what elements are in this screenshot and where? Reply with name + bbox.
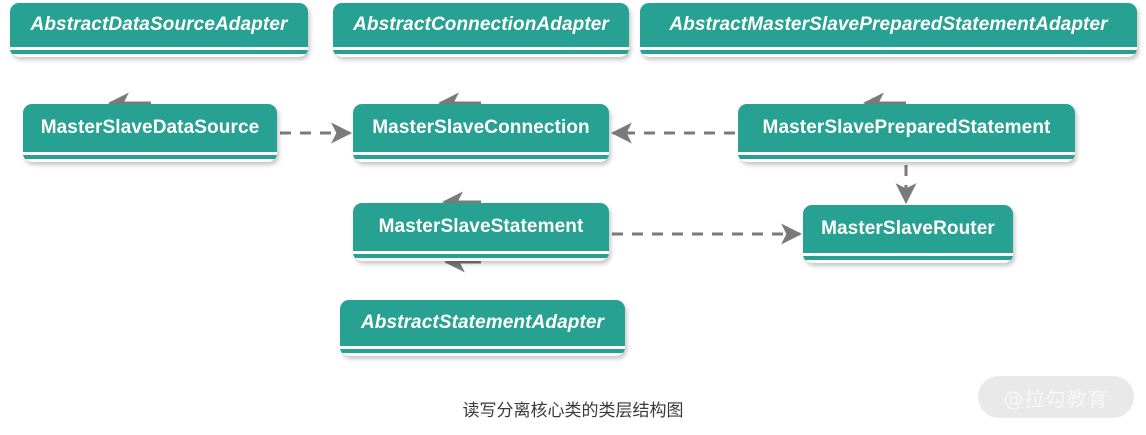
uml-class-name: AbstractStatementAdapter (360, 311, 605, 333)
uml-attributes-compartment (10, 50, 308, 54)
uml-class-master-slave-connection[interactable]: MasterSlaveConnection (353, 104, 609, 162)
uml-separator-top (333, 47, 629, 50)
uml-separator-bottom (353, 159, 609, 162)
uml-class-name: MasterSlaveConnection (372, 116, 590, 138)
uml-attributes-compartment (738, 155, 1075, 159)
uml-class-master-slave-router[interactable]: MasterSlaveRouter (803, 205, 1013, 263)
uml-class-master-slave-statement[interactable]: MasterSlaveStatement (353, 203, 609, 261)
uml-class-abstract-data-source-adapter[interactable]: AbstractDataSourceAdapter (10, 3, 308, 57)
uml-attributes-compartment (353, 155, 609, 159)
uml-class-name: AbstractMasterSlavePreparedStatementAdap… (669, 13, 1108, 35)
uml-separator-top (803, 253, 1013, 256)
uml-separator-bottom (803, 260, 1013, 263)
uml-separator-top (353, 251, 609, 254)
uml-attributes-compartment (340, 349, 625, 353)
uml-class-name: MasterSlaveRouter (821, 217, 995, 239)
uml-separator-top (23, 152, 277, 155)
uml-separator-bottom (333, 54, 629, 57)
uml-class-name: AbstractConnectionAdapter (353, 13, 609, 35)
uml-attributes-compartment (353, 254, 609, 258)
uml-separator-bottom (738, 159, 1075, 162)
uml-separator-bottom (640, 54, 1137, 57)
uml-separator-top (738, 152, 1075, 155)
uml-class-abstract-master-slave-prepared-statement-adapter[interactable]: AbstractMasterSlavePreparedStatementAdap… (640, 3, 1137, 57)
uml-class-name: MasterSlavePreparedStatement (762, 116, 1051, 138)
uml-separator-bottom (23, 159, 277, 162)
uml-class-name: AbstractDataSourceAdapter (30, 13, 288, 35)
uml-class-master-slave-prepared-statement[interactable]: MasterSlavePreparedStatement (738, 104, 1075, 162)
uml-separator-top (10, 47, 308, 50)
uml-attributes-compartment (803, 256, 1013, 260)
uml-separator-bottom (340, 353, 625, 356)
uml-separator-top (353, 152, 609, 155)
uml-separator-bottom (353, 258, 609, 261)
watermark-badge: @拉勾教育 (978, 376, 1134, 418)
uml-separator-top (640, 47, 1137, 50)
uml-attributes-compartment (640, 50, 1137, 54)
uml-class-abstract-connection-adapter[interactable]: AbstractConnectionAdapter (333, 3, 629, 57)
uml-class-master-slave-data-source[interactable]: MasterSlaveDataSource (23, 104, 277, 162)
uml-separator-bottom (10, 54, 308, 57)
diagram-caption: 读写分离核心类的类层结构图 (462, 401, 684, 421)
uml-separator-top (340, 346, 625, 349)
uml-attributes-compartment (23, 155, 277, 159)
uml-attributes-compartment (333, 50, 629, 54)
uml-class-abstract-statement-adapter[interactable]: AbstractStatementAdapter (340, 300, 625, 356)
uml-class-name: MasterSlaveDataSource (40, 116, 260, 138)
uml-class-name: MasterSlaveStatement (378, 215, 584, 237)
